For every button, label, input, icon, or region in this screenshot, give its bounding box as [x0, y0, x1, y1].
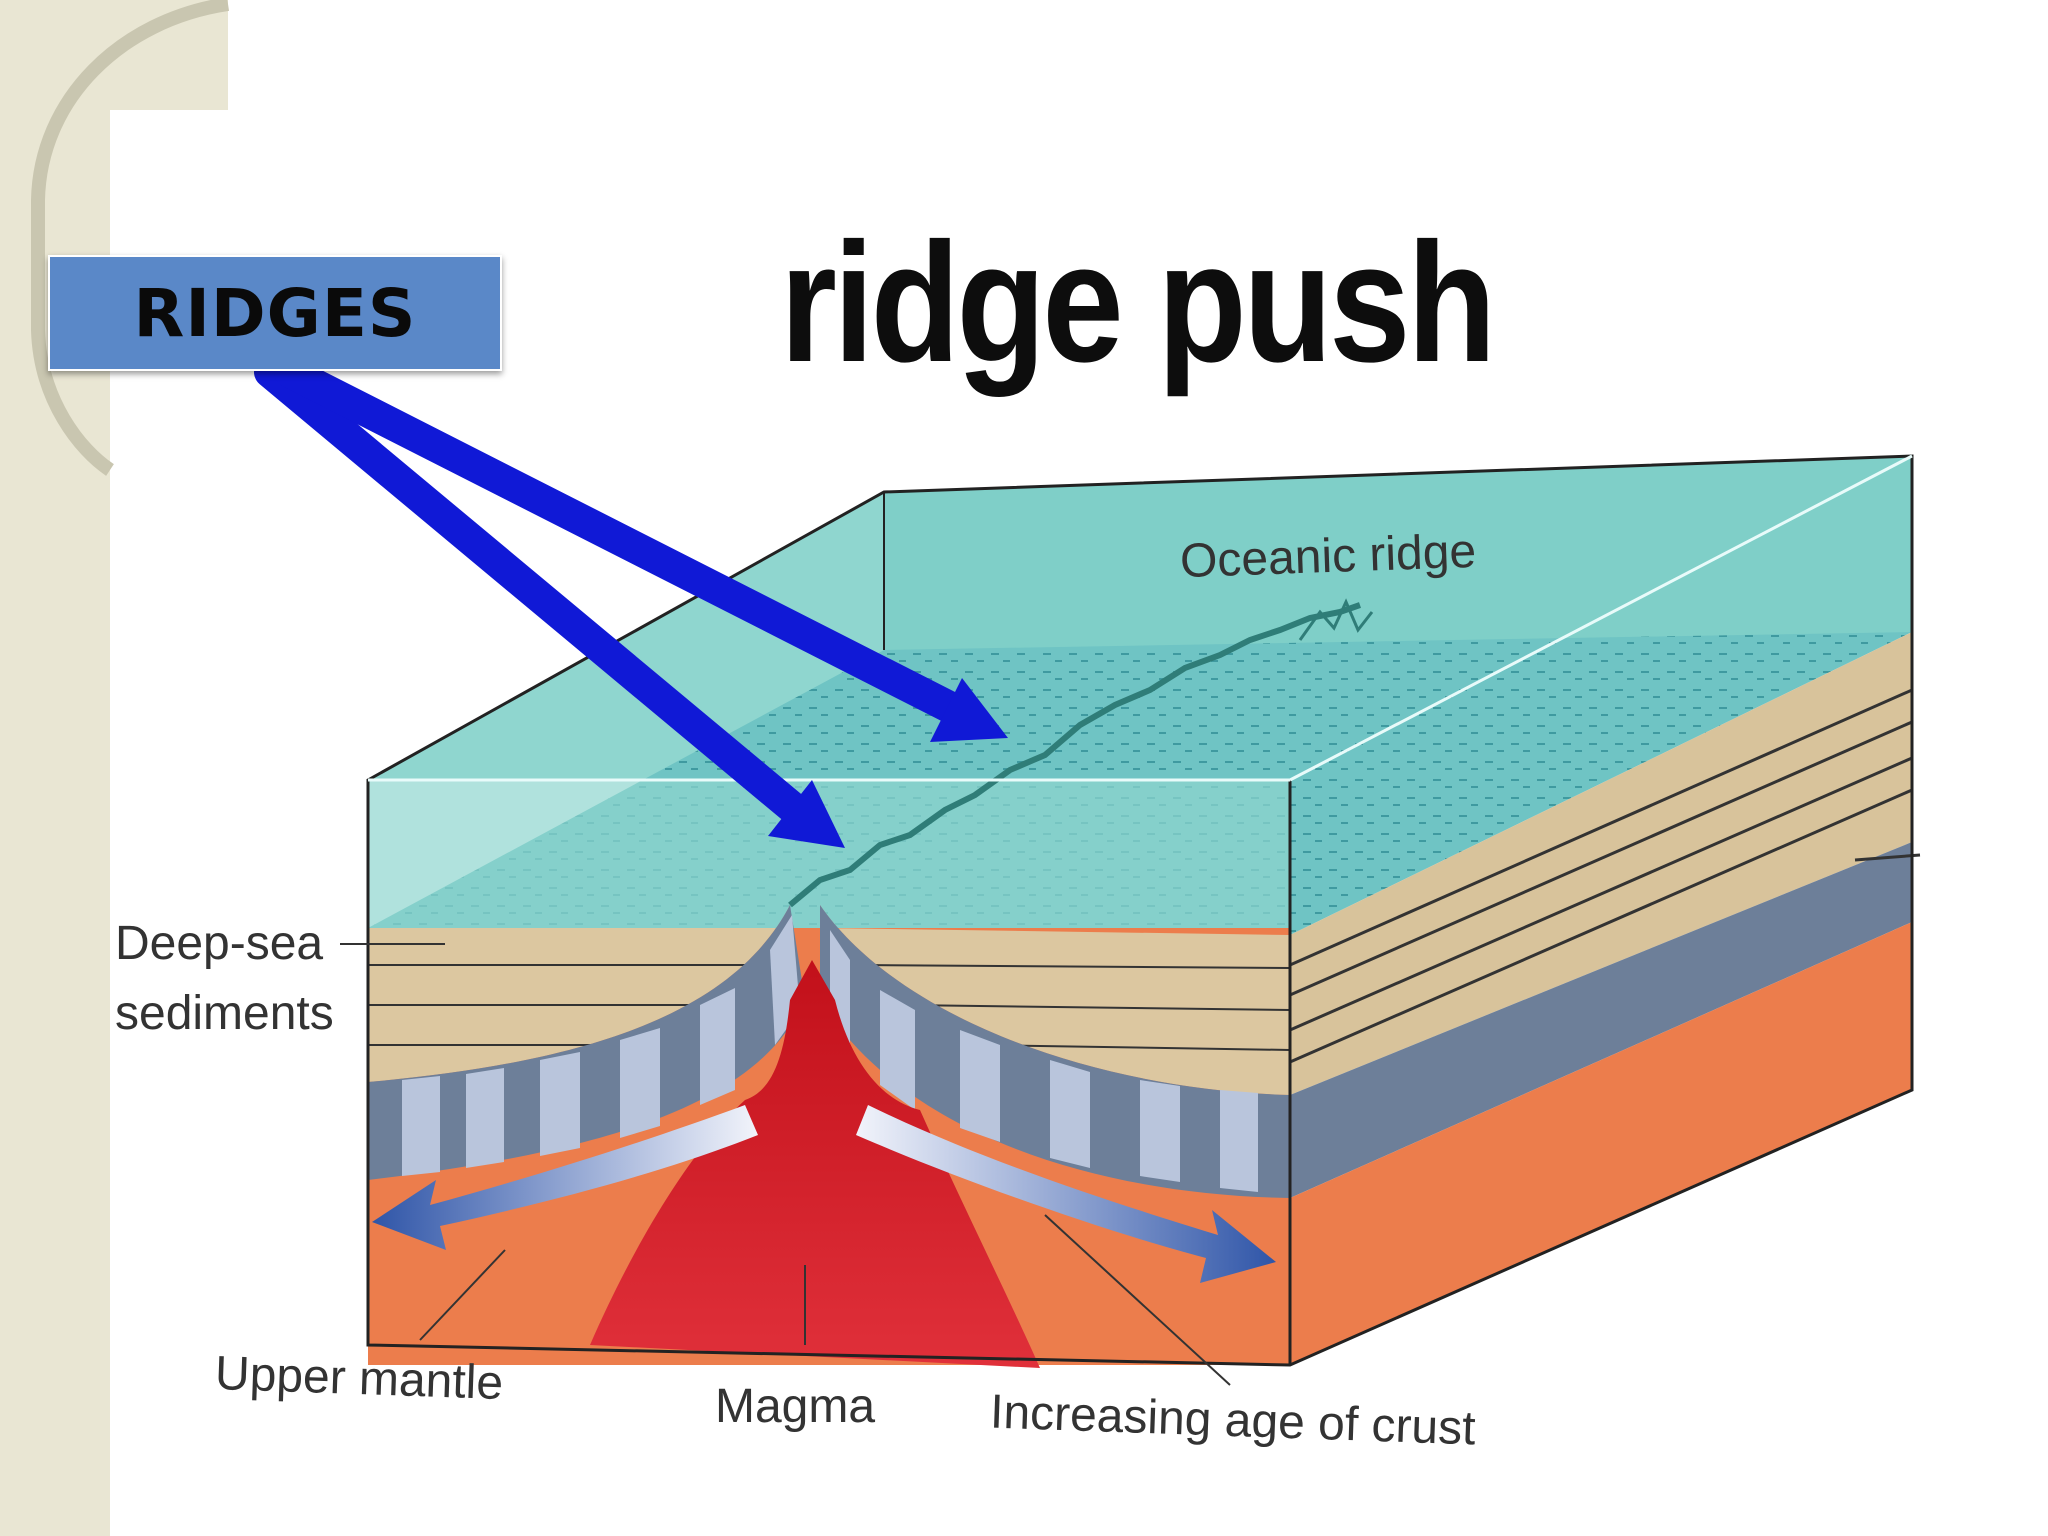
magma-plume [590, 960, 1040, 1368]
sediment-side [1290, 632, 1912, 1095]
ridges-tag: RIDGES [48, 255, 502, 371]
water-front-face [368, 780, 1290, 935]
crust-stripes [402, 915, 1258, 1192]
ridges-tag-label: RIDGES [133, 274, 417, 352]
label-magma: Magma [715, 1380, 876, 1433]
pointer-arrow-head-1 [768, 780, 845, 848]
ridge-peak [1298, 598, 1374, 641]
spreading-arrow-left [372, 1105, 758, 1250]
label-sediments: sediments [115, 987, 334, 1040]
sediment-left [368, 905, 790, 1082]
mantle-side [1290, 922, 1912, 1365]
pointer-arrow-shaft-1 [254, 356, 821, 834]
ridge-crest [788, 602, 1361, 908]
crust-side [1290, 842, 1912, 1198]
pointer-arrow-shaft-2 [274, 356, 981, 731]
label-oceanic-ridge: Oceanic ridge [1179, 524, 1477, 589]
label-deep-sea: Deep-sea [115, 917, 324, 970]
spreading-arrow-right [856, 1105, 1276, 1283]
decorative-arc [31, 0, 230, 476]
pointer-arrow-head-2 [930, 678, 1008, 742]
label-upper-mantle: Upper mantle [214, 1346, 504, 1411]
slide-title: ridge push [780, 208, 1496, 398]
